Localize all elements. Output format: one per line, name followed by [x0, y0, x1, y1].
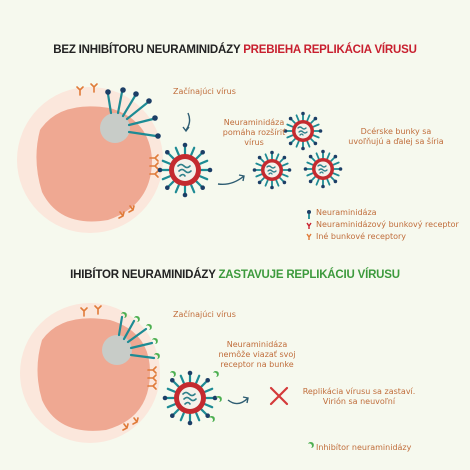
bottom-cell-receptors	[80, 305, 157, 431]
daughter-virus-2	[251, 149, 293, 191]
top-attached-virus	[156, 141, 214, 199]
top-label-neuraminidase: Neuraminidáza pomáha rozšíriť vírus	[222, 118, 286, 147]
legend-other-receptors: Iné bunkové receptory	[316, 232, 407, 241]
legend-inhibitor-icon	[308, 442, 314, 448]
legend-neuraminidase: Neuraminidáza	[316, 208, 377, 217]
top-label-entering: Začínajúci vírus	[173, 87, 236, 96]
bottom-entering-virus	[102, 312, 160, 365]
bottom-label-entering: Začínajúci vírus	[173, 310, 236, 319]
bottom-label-stop: Replikácia vírusu sa zastaví. Virión sa …	[302, 387, 416, 406]
top-entering-virus	[100, 87, 161, 143]
top-title: BEZ INHIBÍTORU NEURAMINIDÁZY PREBIEHA RE…	[0, 44, 470, 56]
bottom-attached-virus	[161, 369, 219, 427]
top-title-prefix: BEZ INHIBÍTORU NEURAMINIDÁZY	[53, 44, 244, 56]
legend-other-receptor-icon	[306, 233, 312, 240]
top-cell-receptors	[76, 83, 159, 219]
daughter-virus-3	[302, 148, 344, 190]
bottom-label-blocked: Neuraminidáza nemôže viazať svoj recepto…	[218, 340, 296, 369]
bottom-title: IHIBÍTOR NEURAMINIDÁZY ZASTAVUJE REPLIKÁ…	[0, 269, 470, 281]
bottom-cell	[20, 303, 160, 443]
stop-cross-icon	[269, 386, 289, 406]
bottom-title-highlight: ZASTAVUJE REPLIKÁCIU VÍRUSU	[218, 269, 400, 281]
top-arrow-2	[217, 175, 245, 186]
bound-inhibitors	[170, 371, 222, 422]
legend-inhibitor: Inhibítor neuraminidázy	[316, 443, 412, 452]
legend-neuraminidase-icon	[307, 210, 311, 219]
top-label-daughter: Dcérske bunky sa uvoľňujú a ďalej sa šír…	[348, 127, 444, 146]
top-title-highlight: PREBIEHA REPLIKÁCIA VÍRUSU	[243, 44, 417, 56]
legend-receptor: Neuraminidázový bunkový receptor	[316, 220, 459, 229]
bottom-arrow	[227, 397, 249, 405]
legend-receptor-icon	[306, 222, 312, 229]
bottom-title-prefix: IHIBÍTOR NEURAMINIDÁZY	[70, 269, 219, 281]
